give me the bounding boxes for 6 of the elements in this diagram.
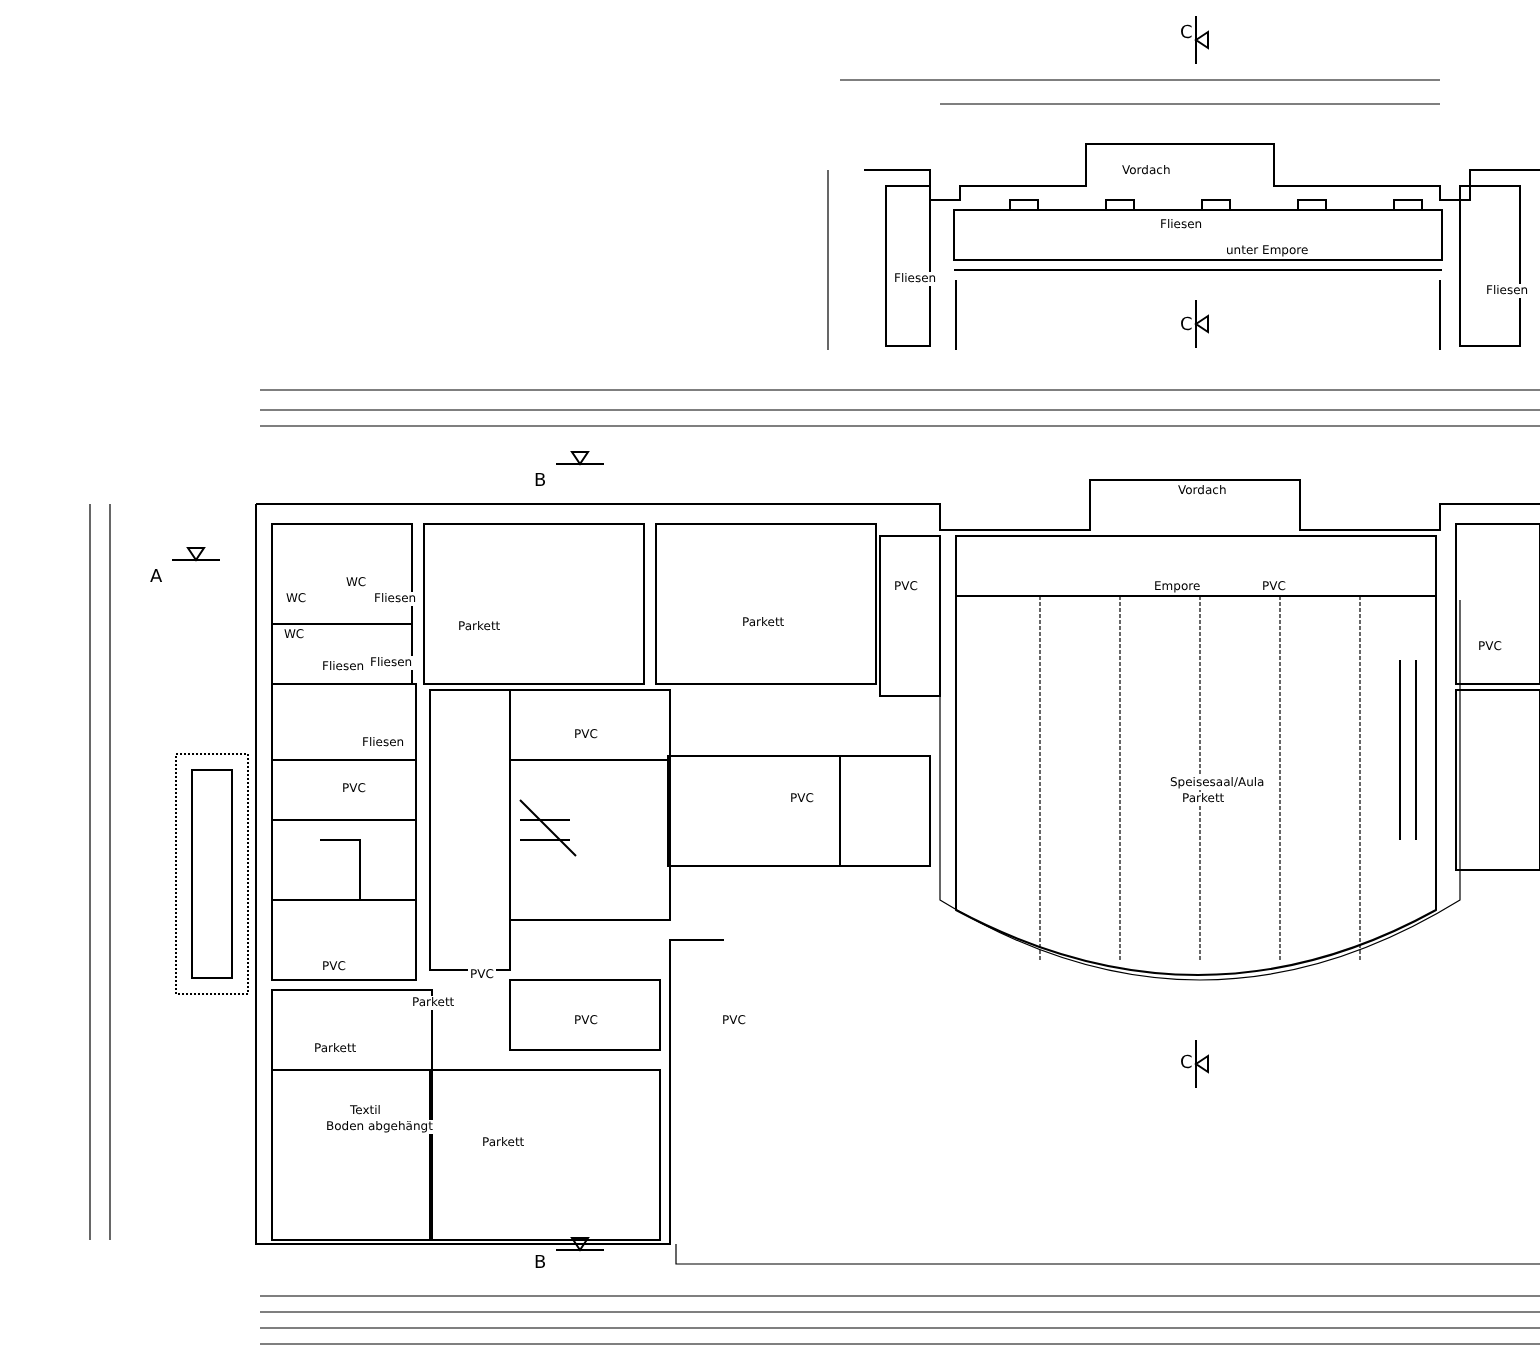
section-letter: A bbox=[148, 568, 165, 588]
section-letter: C bbox=[1178, 24, 1195, 44]
section-letter: B bbox=[532, 1254, 549, 1274]
section-letter: C bbox=[1178, 1054, 1195, 1074]
section-letter: C bbox=[1178, 316, 1195, 336]
section-letter: B bbox=[532, 472, 549, 492]
